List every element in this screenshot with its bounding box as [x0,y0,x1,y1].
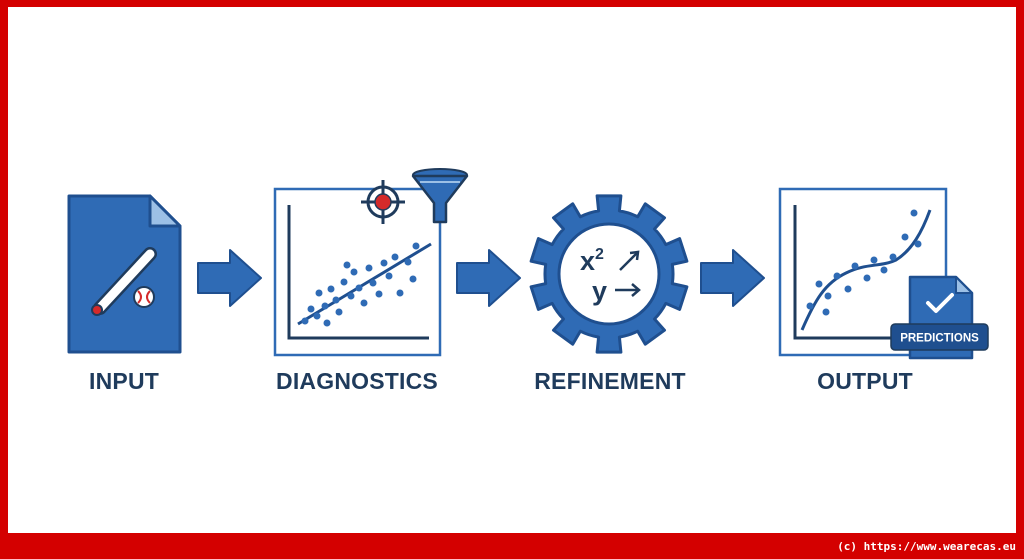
stage-label-input: INPUT [89,368,159,394]
predictions-badge-text: PREDICTIONS [900,333,979,345]
equation-exponent: 2 [595,246,604,263]
document-baseball-icon [67,194,182,354]
predictions-badge: PREDICTIONS [890,323,989,351]
copyright-text: (c) https://www.wearecas.eu [837,540,1016,553]
stage-label-diagnostics: DIAGNOSTICS [276,368,438,394]
scatter-plot-icon [273,187,442,357]
svg-text:x2: x2 [580,246,604,276]
stage-label-output: OUTPUT [817,368,913,394]
equation-x: x [580,246,595,276]
arrow-right-icon [700,249,765,307]
stage-label-refinement: REFINEMENT [534,368,686,394]
target-crosshair-icon [361,180,405,224]
equation-y: y [592,276,607,306]
arrow-right-icon [456,249,521,307]
funnel-icon [411,168,469,224]
gear-equation-icon: x2 y [529,194,689,354]
footer-bar: (c) https://www.wearecas.eu [0,533,1024,559]
arrow-right-icon [197,249,262,307]
